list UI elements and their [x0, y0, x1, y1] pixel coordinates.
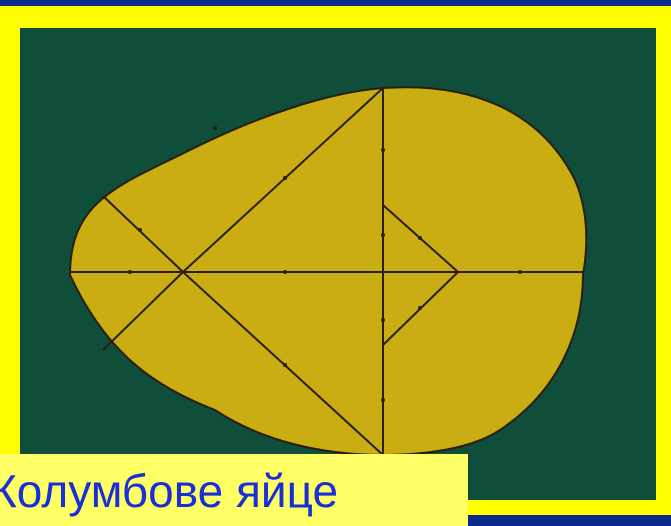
caption-title: Колумбове яйце — [0, 464, 338, 518]
egg-puzzle — [0, 0, 671, 515]
caption-box: Колумбове яйце — [0, 454, 468, 526]
